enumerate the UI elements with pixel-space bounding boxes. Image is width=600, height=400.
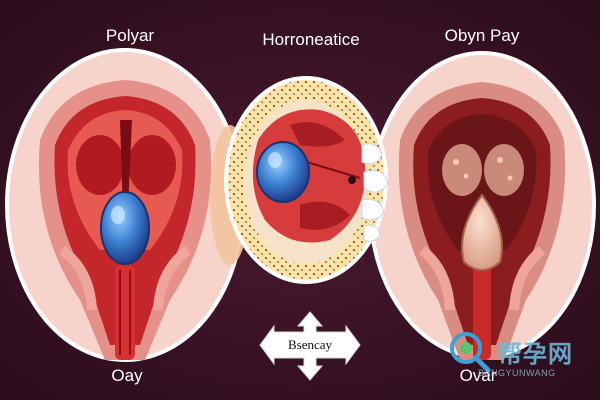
bidirectional-arrow-icon xyxy=(259,311,361,381)
right-growth-icon xyxy=(461,193,503,271)
watermark-sub-text: BANGYUNWANG xyxy=(478,368,556,378)
center-cell-cluster xyxy=(361,143,389,242)
left-uterus-panel xyxy=(5,48,245,362)
right-top-label: Obyn Pay xyxy=(444,26,520,45)
right-lobe-right xyxy=(484,144,524,196)
left-top-label: Polyar xyxy=(105,26,155,45)
center-top-label: Horroneatice xyxy=(262,30,360,49)
left-lobe-left xyxy=(76,135,124,195)
arrow-label: Bsencay xyxy=(287,337,333,352)
magnifier-logo-icon xyxy=(450,332,482,364)
left-polyp-icon xyxy=(100,191,150,265)
center-cyst-icon xyxy=(256,141,310,203)
watermark-brand-text: 帮孕网 xyxy=(498,340,573,368)
watermark-logo xyxy=(450,332,491,373)
center-ovary-panel xyxy=(210,76,389,284)
left-lobe-right xyxy=(128,135,176,195)
right-cervix xyxy=(473,265,491,360)
left-cervix xyxy=(115,265,135,360)
right-bottom-label: Ovar xyxy=(459,366,497,385)
right-uterus-panel xyxy=(368,51,596,360)
right-lobe-left xyxy=(442,144,482,196)
left-bottom-label: Oay xyxy=(111,366,143,385)
